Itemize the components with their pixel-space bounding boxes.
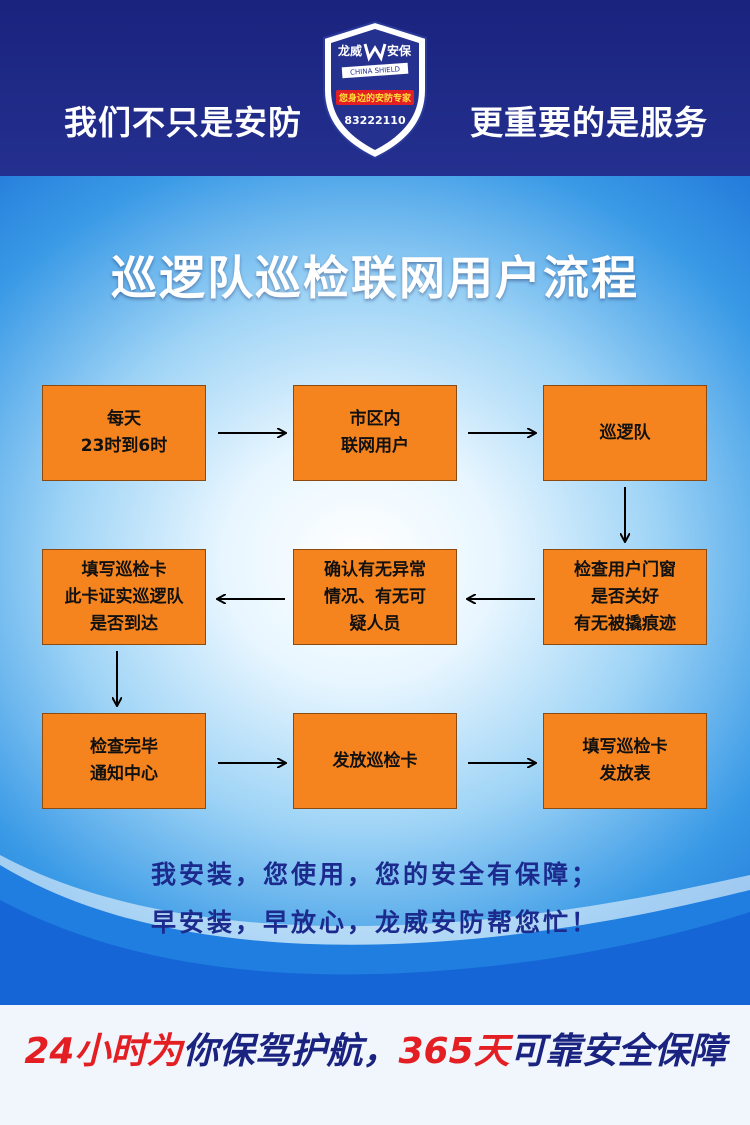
badge-motto: 您身边的安防专家 <box>339 92 412 104</box>
badge-brand-right: 安保 <box>387 43 412 58</box>
badge-phone: 83222110 <box>344 114 406 127</box>
flow-step-5: 确认有无异常 情况、有无可 疑人员 <box>293 549 457 645</box>
flow-step-9: 填写巡检卡 发放表 <box>543 713 707 809</box>
footer-part-4: 可靠安全保障 <box>509 1031 726 1072</box>
shield-logo: 龙威 安保 CHINA SHIELD 您身边的安防专家 83222110 <box>323 20 427 160</box>
header-slogan-right: 更重要的是服务 <box>470 103 708 142</box>
bottom-slogan-line-1: 我安装，您使用，您的安全有保障； <box>150 860 599 889</box>
badge-brand-left: 龙威 <box>338 43 362 58</box>
header-slogan-left: 我们不只是安防 <box>64 103 302 142</box>
footer-banner: 24小时为你保驾护航，365天可靠安全保障 <box>0 1022 750 1074</box>
bottom-slogan-line-2: 早安装，早放心，龙威安防帮您忙！ <box>150 908 599 937</box>
footer-part-2: 你保驾护航， <box>182 1031 399 1072</box>
footer-part-1: 24小时为 <box>24 1031 183 1072</box>
page-title: 巡逻队巡检联网用户流程 <box>111 251 639 305</box>
flow-step-8: 发放巡检卡 <box>293 713 457 809</box>
flow-step-4: 检查用户门窗 是否关好 有无被撬痕迹 <box>543 549 707 645</box>
flow-step-3: 巡逻队 <box>543 385 707 481</box>
flow-step-7: 检查完毕 通知中心 <box>42 713 206 809</box>
footer-part-3: 365天 <box>398 1031 510 1072</box>
flow-step-6: 填写巡检卡 此卡证实巡逻队 是否到达 <box>42 549 206 645</box>
flow-step-1: 每天 23时到6时 <box>42 385 206 481</box>
flow-step-2: 市区内 联网用户 <box>293 385 457 481</box>
badge-subtitle: CHINA SHIELD <box>350 65 400 76</box>
